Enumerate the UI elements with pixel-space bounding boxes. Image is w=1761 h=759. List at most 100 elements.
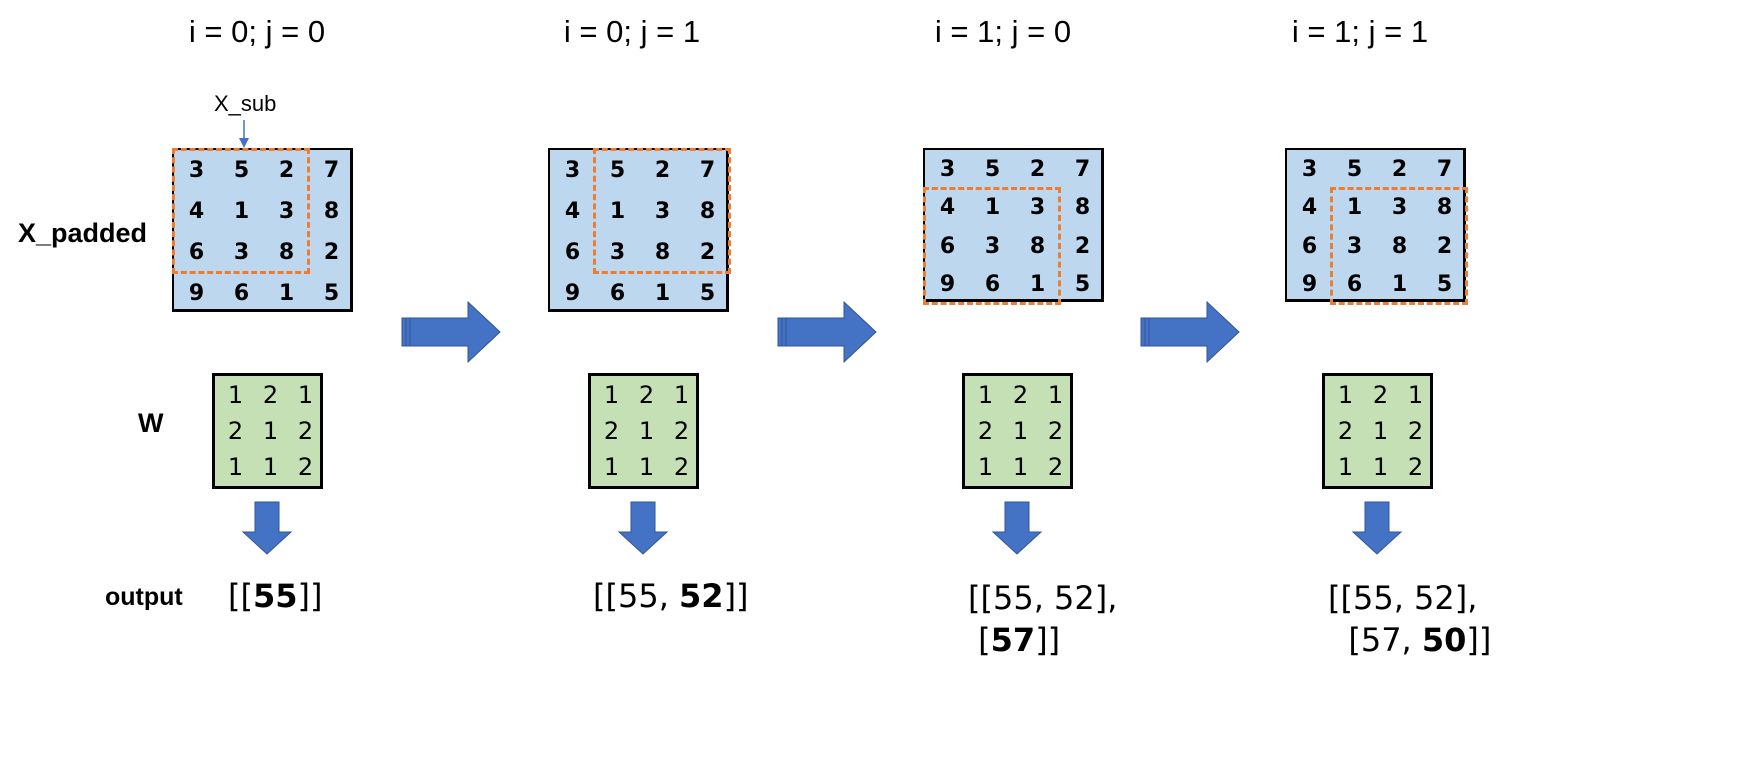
right-arrow-icon (777, 300, 877, 364)
output-line: [[55, 52], (1328, 577, 1491, 619)
x-padded-cell: 6 (1346, 272, 1363, 298)
step-title: i = 1; j = 1 (1291, 14, 1429, 49)
output-text-segment: [[55, 52], (1328, 579, 1478, 617)
x-padded-cell: 3 (1346, 233, 1363, 259)
x-padded-cell: 3 (939, 156, 956, 182)
x-padded-cell: 8 (323, 199, 340, 224)
x-padded-cell: 5 (1436, 272, 1453, 298)
w-label: W (138, 408, 164, 438)
output-new-value: 52 (679, 577, 724, 615)
x-padded-cell: 6 (609, 281, 626, 306)
right-arrow-icon (1140, 300, 1240, 364)
x-padded-cell: 5 (609, 158, 626, 183)
x-padded-cell: 1 (1029, 272, 1046, 298)
w-cell: 1 (262, 453, 279, 481)
w-cell: 2 (977, 417, 994, 445)
x-padded-cell: 3 (278, 199, 295, 224)
x-padded-cell: 2 (278, 158, 295, 183)
x-padded-cell: 2 (699, 240, 716, 265)
down-arrow-icon (991, 501, 1043, 555)
right-arrow-icon (401, 300, 501, 364)
output-new-value: 55 (252, 577, 298, 615)
output-new-value: 57 (990, 621, 1036, 659)
x-sub-pointer-icon (239, 120, 249, 148)
w-cell: 1 (1337, 381, 1354, 409)
x-padded-cell: 3 (1301, 156, 1318, 182)
x-padded-cell: 1 (654, 281, 671, 306)
w-cell: 2 (603, 417, 620, 445)
x-padded-cell: 5 (1074, 272, 1091, 298)
w-cell: 2 (1407, 417, 1424, 445)
x-padded-cell: 7 (699, 158, 716, 183)
w-cell: 2 (1372, 381, 1389, 409)
w-cell: 2 (297, 417, 314, 445)
w-cell: 2 (262, 381, 279, 409)
w-cell: 1 (603, 453, 620, 481)
x-padded-cell: 3 (984, 233, 1001, 259)
down-arrow-icon (1351, 501, 1403, 555)
x-padded-cell: 6 (1301, 233, 1318, 259)
output-line: [[55]] (228, 575, 322, 617)
output-text-segment: [[55, 52], (968, 579, 1118, 617)
w-cell: 2 (1047, 417, 1064, 445)
x-padded-cell: 8 (699, 199, 716, 224)
step-title: i = 0; j = 1 (563, 14, 701, 49)
output-text-segment: [[55, (593, 577, 680, 615)
x-padded-cell: 1 (278, 281, 295, 306)
x-padded-cell: 5 (699, 281, 716, 306)
x-padded-cell: 2 (1029, 156, 1046, 182)
w-cell: 2 (1047, 453, 1064, 481)
w-cell: 1 (1047, 381, 1064, 409)
w-cell: 1 (673, 381, 690, 409)
x-padded-cell: 1 (1391, 272, 1408, 298)
x-padded-cell: 7 (1074, 156, 1091, 182)
x-padded-cell: 5 (1346, 156, 1363, 182)
output-line: [[55, 52], (968, 577, 1117, 619)
x-padded-cell: 4 (939, 195, 956, 221)
output-line: [57, 50]] (1328, 619, 1491, 661)
w-cell: 2 (673, 453, 690, 481)
x-padded-cell: 9 (1301, 272, 1318, 298)
w-cell: 1 (977, 381, 994, 409)
step-title: i = 1; j = 0 (934, 14, 1072, 49)
x-padded-cell: 2 (1436, 233, 1453, 259)
w-cell: 1 (1337, 453, 1354, 481)
x-padded-cell: 2 (654, 158, 671, 183)
w-cell: 2 (1012, 381, 1029, 409)
x-padded-cell: 4 (564, 199, 581, 224)
x-padded-cell: 5 (984, 156, 1001, 182)
x-sub-label: X_sub (214, 91, 277, 116)
x-padded-cell: 8 (654, 240, 671, 265)
w-cell: 1 (1012, 453, 1029, 481)
x-padded-cell: 3 (654, 199, 671, 224)
output-text-segment: [[ (228, 577, 253, 615)
output-text-segment: [ (968, 621, 991, 659)
output-label: output (105, 583, 183, 611)
w-cell: 1 (1372, 453, 1389, 481)
w-cell: 2 (638, 381, 655, 409)
output-text-segment: ]] (723, 577, 749, 615)
x-padded-cell: 2 (323, 240, 340, 265)
w-cell: 1 (638, 417, 655, 445)
w-cell: 1 (227, 453, 244, 481)
x-padded-label: X_padded (18, 218, 148, 248)
x-padded-cell: 5 (323, 281, 340, 306)
output-line: [[55, 52]] (593, 575, 749, 617)
x-padded-cell: 6 (984, 272, 1001, 298)
w-cell: 2 (1407, 453, 1424, 481)
w-cell: 1 (1407, 381, 1424, 409)
x-padded-cell: 3 (1391, 195, 1408, 221)
x-padded-cell: 6 (564, 240, 581, 265)
output-line: [57]] (968, 619, 1117, 661)
w-cell: 2 (673, 417, 690, 445)
w-cell: 1 (638, 453, 655, 481)
x-padded-cell: 4 (188, 199, 205, 224)
x-padded-cell: 2 (1391, 156, 1408, 182)
x-padded-cell: 6 (188, 240, 205, 265)
